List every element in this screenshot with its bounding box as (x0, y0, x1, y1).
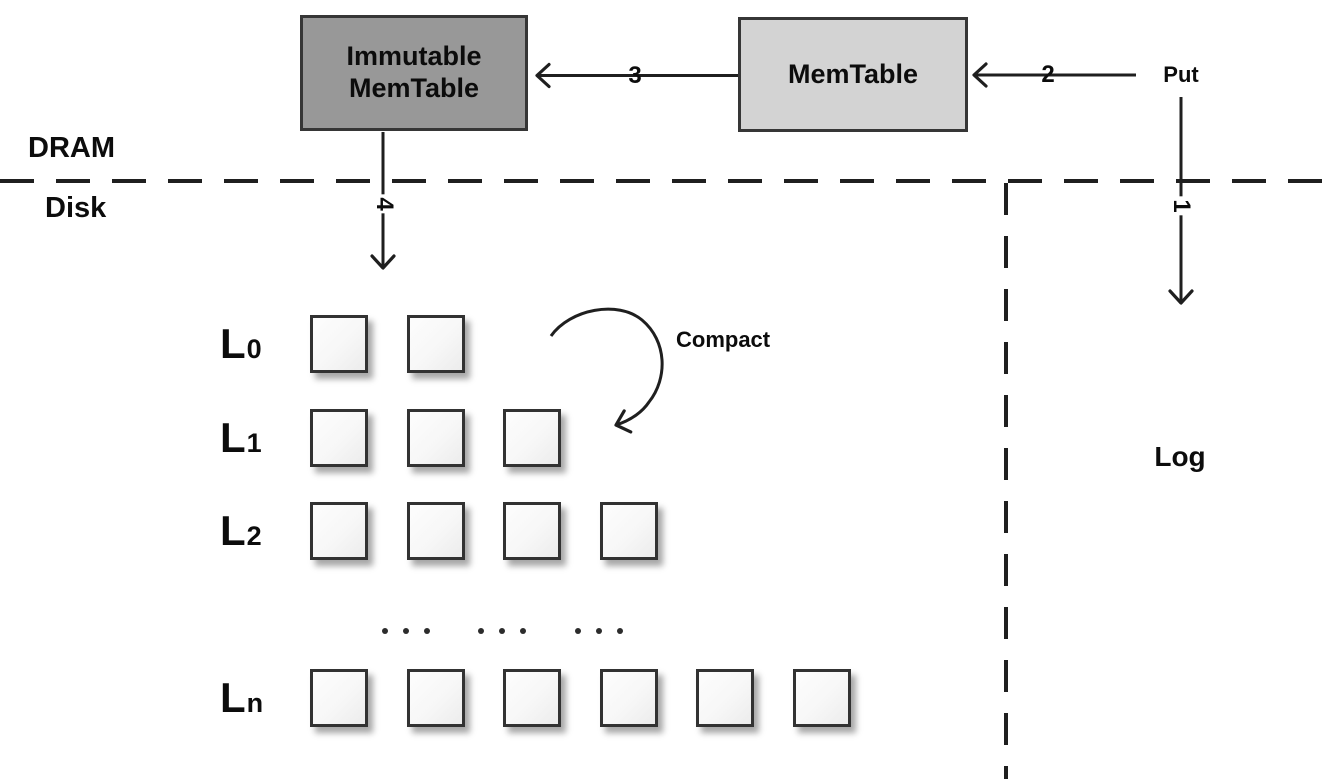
sstable-square (310, 315, 368, 373)
sstable-square (407, 669, 465, 727)
arrow-1-label: 1 (1168, 196, 1195, 216)
sstable-square (503, 669, 561, 727)
sstable-square (407, 315, 465, 373)
sstable-square (310, 669, 368, 727)
sstable-square (407, 502, 465, 560)
ellipsis-dot (575, 628, 581, 634)
ellipsis-dot (403, 628, 409, 634)
sstable-square (696, 669, 754, 727)
put-label: Put (1163, 62, 1199, 87)
ellipsis-dot (499, 628, 505, 634)
compact-label: Compact (676, 327, 771, 352)
sstable-square (503, 409, 561, 467)
sstable-square (600, 502, 658, 560)
immutable-memtable-box: Immutable MemTable (300, 15, 528, 131)
ellipsis-dot (617, 628, 623, 634)
log-label: Log (1154, 441, 1206, 472)
ellipsis-dot (596, 628, 602, 634)
arrow-4-label: 4 (371, 194, 398, 214)
arrow-2-label: 2 (1041, 61, 1055, 88)
sstable-square (793, 669, 851, 727)
disk-region-label: Disk (45, 192, 107, 224)
sstable-square (310, 409, 368, 467)
sstable-square (407, 409, 465, 467)
ellipsis-dot (382, 628, 388, 634)
memtable-box: MemTable (738, 17, 968, 132)
sstable-square (503, 502, 561, 560)
arrow-3-label: 3 (628, 62, 642, 89)
dram-region-label: DRAM (28, 132, 115, 164)
sstable-square (310, 502, 368, 560)
compact-arrow (549, 307, 664, 434)
ellipsis-dot (424, 628, 430, 634)
ellipsis-dot (478, 628, 484, 634)
sstable-square (600, 669, 658, 727)
ellipsis-dot (520, 628, 526, 634)
